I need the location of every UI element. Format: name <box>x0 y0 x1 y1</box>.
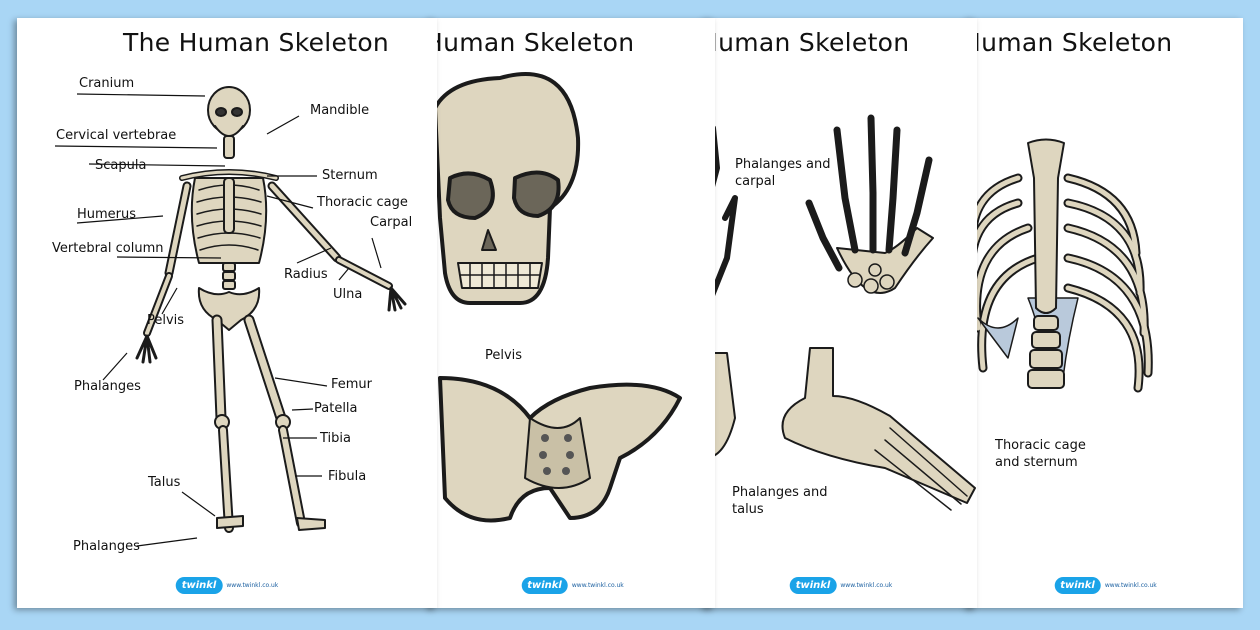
caption-hand: Phalanges and carpal <box>735 157 831 189</box>
label-humerus: Humerus <box>77 207 137 222</box>
label-radius: Radius <box>284 267 328 282</box>
twinkl-logo: twinkl www.twinkl.co.uk <box>1054 577 1157 594</box>
twinkl-url: www.twinkl.co.uk <box>571 582 624 589</box>
label-pelvis: Pelvis <box>485 348 523 363</box>
hand-foot-illustration <box>705 114 976 511</box>
label-carpal: Carpal <box>370 215 413 230</box>
twinkl-logo-mark: twinkl <box>175 577 223 594</box>
twinkl-logo-mark: twinkl <box>521 577 568 594</box>
label-ulna: Ulna <box>333 287 363 302</box>
caption-foot: Phalanges and talus <box>732 485 828 517</box>
label-phalanges-hand: Phalanges <box>74 379 141 394</box>
label-fibula: Fibula <box>328 469 367 484</box>
label-cervical-vertebrae: Cervical vertebrae <box>56 128 177 143</box>
skeleton-illustration <box>54 86 407 547</box>
label-vertebral-column: Vertebral column <box>52 241 164 256</box>
label-sternum: Sternum <box>322 168 378 183</box>
poster-rib-cage: Human Skeleton <box>968 18 1243 608</box>
twinkl-logo: twinkl www.twinkl.co.uk <box>789 577 893 594</box>
label-phalanges-foot: Phalanges <box>73 539 140 554</box>
twinkl-url: www.twinkl.co.uk <box>840 582 893 589</box>
label-cranium: Cranium <box>79 76 135 91</box>
poster-skull-pelvis: Human Skeleton Pelvis twinkl www <box>430 18 715 608</box>
twinkl-url: www.twinkl.co.uk <box>226 582 279 589</box>
poster-title: Human Skeleton <box>705 28 910 57</box>
label-scapula: Scapula <box>95 158 147 173</box>
caption-rib-cage: Thoracic cage and sternum <box>995 438 1086 470</box>
label-tibia: Tibia <box>320 431 351 446</box>
label-femur: Femur <box>331 377 373 392</box>
label-thoracic-cage: Thoracic cage <box>317 195 408 210</box>
label-talus: Talus <box>148 475 181 490</box>
poster-title: Human Skeleton <box>430 28 635 57</box>
label-patella: Patella <box>314 401 358 416</box>
twinkl-logo-mark: twinkl <box>789 577 837 594</box>
poster-hands-feet: Human Skeleton Phalanges an <box>705 18 977 608</box>
label-mandible: Mandible <box>310 103 370 118</box>
twinkl-logo: twinkl www.twinkl.co.uk <box>521 577 624 594</box>
twinkl-logo-mark: twinkl <box>1054 577 1101 594</box>
poster-full-skeleton: The Human Skeleton <box>17 18 437 608</box>
poster-title: Human Skeleton <box>968 28 1173 57</box>
twinkl-logo: twinkl www.twinkl.co.uk <box>175 577 279 594</box>
skull-pelvis-illustration <box>433 72 682 523</box>
poster-title: The Human Skeleton <box>123 28 390 57</box>
twinkl-url: www.twinkl.co.uk <box>1104 582 1157 589</box>
rib-cage-illustration <box>968 138 1153 393</box>
label-pelvis: Pelvis <box>147 313 185 328</box>
